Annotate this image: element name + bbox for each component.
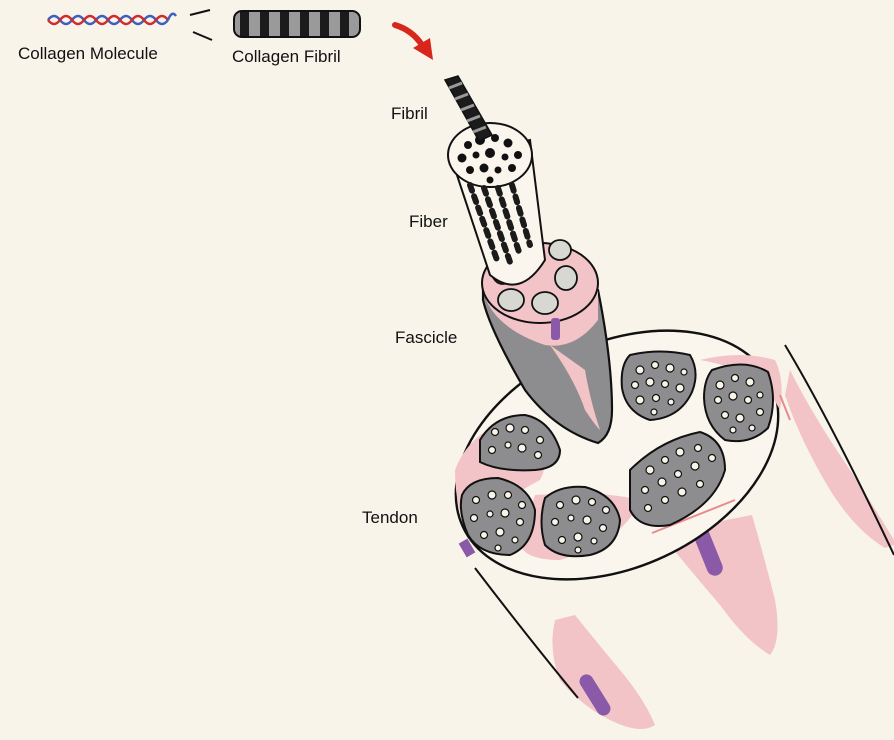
label-fascicle: Fascicle: [395, 328, 457, 348]
curved-arrow-icon: [395, 25, 433, 60]
collagen-helix-icon: [48, 14, 176, 24]
label-fibril: Fibril: [391, 104, 428, 124]
striated-fibril-icon: [234, 11, 360, 37]
label-collagen-molecule: Collagen Molecule: [18, 44, 158, 64]
label-collagen-fibril: Collagen Fibril: [232, 47, 341, 67]
label-fiber: Fiber: [409, 212, 448, 232]
fiber-cone: [448, 123, 545, 285]
connector-lines: [190, 10, 212, 40]
label-tendon: Tendon: [362, 508, 418, 528]
